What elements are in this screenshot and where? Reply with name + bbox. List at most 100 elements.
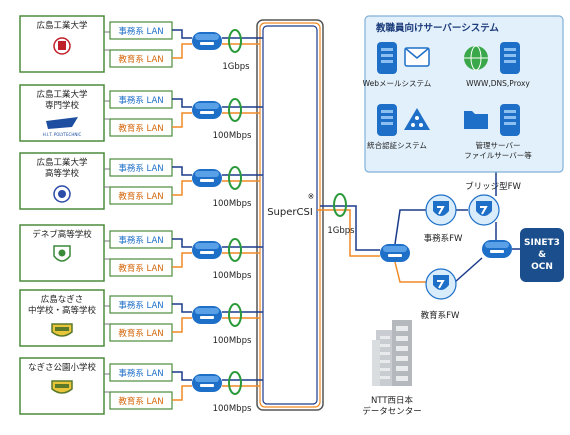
link-loop-icon xyxy=(228,303,242,327)
external-network-label: & xyxy=(538,250,546,260)
server-tower-icon xyxy=(377,104,397,136)
server-tower-icon xyxy=(377,42,397,74)
school-box xyxy=(19,84,105,142)
server-tower-icon xyxy=(500,104,520,136)
admin-lan-label: 事務系 LAN xyxy=(118,300,163,311)
edu-line xyxy=(172,385,192,401)
nagisa-park-emblem xyxy=(51,380,73,394)
admin-line xyxy=(172,98,192,108)
core-uplink-admin xyxy=(320,205,380,251)
core-link-loop-icon xyxy=(333,193,347,217)
high-school-emblem xyxy=(53,185,71,203)
datacenter-building-icon xyxy=(372,320,412,386)
school-name: デネブ高等学校 xyxy=(32,229,92,240)
edu-firewall-icon xyxy=(425,268,457,300)
fw-edu-link xyxy=(394,261,426,283)
folder-icon xyxy=(464,111,488,129)
link-speed-label: 1Gbps xyxy=(222,62,250,72)
school-name: 広島工業大学 xyxy=(36,20,88,31)
server-item: 統合認証システム xyxy=(367,104,430,150)
router-icon xyxy=(192,169,222,187)
link-loop-icon xyxy=(228,371,242,395)
hit-polytechnic-logo: H.I.T. POLYTECHNIC xyxy=(43,117,82,137)
fw-admin-link xyxy=(394,209,426,245)
link-loop-icon xyxy=(228,166,242,190)
core-uplink-speed: 1Gbps xyxy=(327,226,355,236)
router-icon xyxy=(192,32,222,50)
link-speed-label: 100Mbps xyxy=(213,131,252,141)
edu-line xyxy=(172,112,192,128)
admin-fw-label: 事務系FW xyxy=(424,233,463,244)
school-name: なぎさ公園小学校 xyxy=(28,362,97,373)
link-speed-label: 100Mbps xyxy=(213,336,252,346)
admin-line xyxy=(172,303,192,313)
globe-icon xyxy=(464,45,488,71)
edu-line xyxy=(172,252,192,268)
school-name: 広島工業大学 xyxy=(36,157,88,168)
server-label: 管理サーバー xyxy=(476,140,521,150)
datacenter-router-icon xyxy=(380,244,410,262)
server-item: WWW,DNS,Proxy xyxy=(464,42,530,88)
bridge-firewall-icon xyxy=(468,194,500,226)
edu-lan-label: 教育系 LAN xyxy=(118,328,163,339)
nagisa-emblem xyxy=(51,323,73,337)
logo-text: H.I.T. POLYTECHNIC xyxy=(43,132,82,137)
external-network-box: SINET3&OCN xyxy=(520,228,564,282)
school-block: 広島工業大学高等学校事務系 LAN教育系 LAN100Mbps xyxy=(19,152,263,210)
edu-lan-label: 教育系 LAN xyxy=(118,123,163,134)
router-icon xyxy=(192,374,222,392)
edu-lan-label: 教育系 LAN xyxy=(118,191,163,202)
supercsi-core xyxy=(256,19,324,411)
router-icon xyxy=(192,306,222,324)
mail-icon xyxy=(404,47,430,67)
admin-line xyxy=(172,238,192,248)
edu-router-link xyxy=(454,257,483,283)
link-loop-icon xyxy=(228,29,242,53)
bridge-fw-label: ブリッジ型FW xyxy=(465,181,521,192)
link-speed-label: 100Mbps xyxy=(213,404,252,414)
school-name: 広島なぎさ xyxy=(41,294,84,305)
edu-lan-label: 教育系 LAN xyxy=(118,54,163,65)
admin-line xyxy=(172,371,192,381)
datacenter-label: データセンター xyxy=(362,406,422,417)
link-speed-label: 100Mbps xyxy=(213,199,252,209)
admin-lan-label: 事務系 LAN xyxy=(118,235,163,246)
edu-line xyxy=(172,43,192,59)
server-label: ファイルサーバー等 xyxy=(464,150,532,160)
edu-fw-label: 教育系FW xyxy=(421,310,460,321)
admin-lan-label: 事務系 LAN xyxy=(118,26,163,37)
server-label: WWW,DNS,Proxy xyxy=(466,79,530,88)
admin-lan-label: 事務系 LAN xyxy=(118,95,163,106)
admin-line xyxy=(172,166,192,176)
admin-lan-label: 事務系 LAN xyxy=(118,163,163,174)
server-label: 統合認証システム xyxy=(367,140,427,150)
school-box xyxy=(19,152,105,210)
external-network-label: SINET3 xyxy=(524,238,560,248)
school-name: 中学校・高等学校 xyxy=(28,305,97,316)
edu-line xyxy=(172,180,192,196)
auth-icon xyxy=(404,108,430,130)
edu-lan-label: 教育系 LAN xyxy=(118,396,163,407)
core-uplink-edu xyxy=(317,209,380,257)
link-loop-icon xyxy=(228,98,242,122)
school-name: 広島工業大学 xyxy=(36,89,88,100)
datacenter-label: NTT西日本 xyxy=(371,395,414,406)
supercsi-note-mark: ※ xyxy=(308,192,315,201)
school-name: 専門学校 xyxy=(45,100,80,111)
server-tower-icon xyxy=(500,42,520,74)
deneb-emblem xyxy=(53,245,71,262)
admin-line xyxy=(172,29,192,39)
server-item: Webメールシステム xyxy=(363,42,432,88)
admin-firewall-icon xyxy=(425,194,457,226)
server-label: Webメールシステム xyxy=(363,79,432,88)
gateway-router-icon xyxy=(482,240,512,258)
hiroshima-institute-emblem xyxy=(53,37,71,55)
